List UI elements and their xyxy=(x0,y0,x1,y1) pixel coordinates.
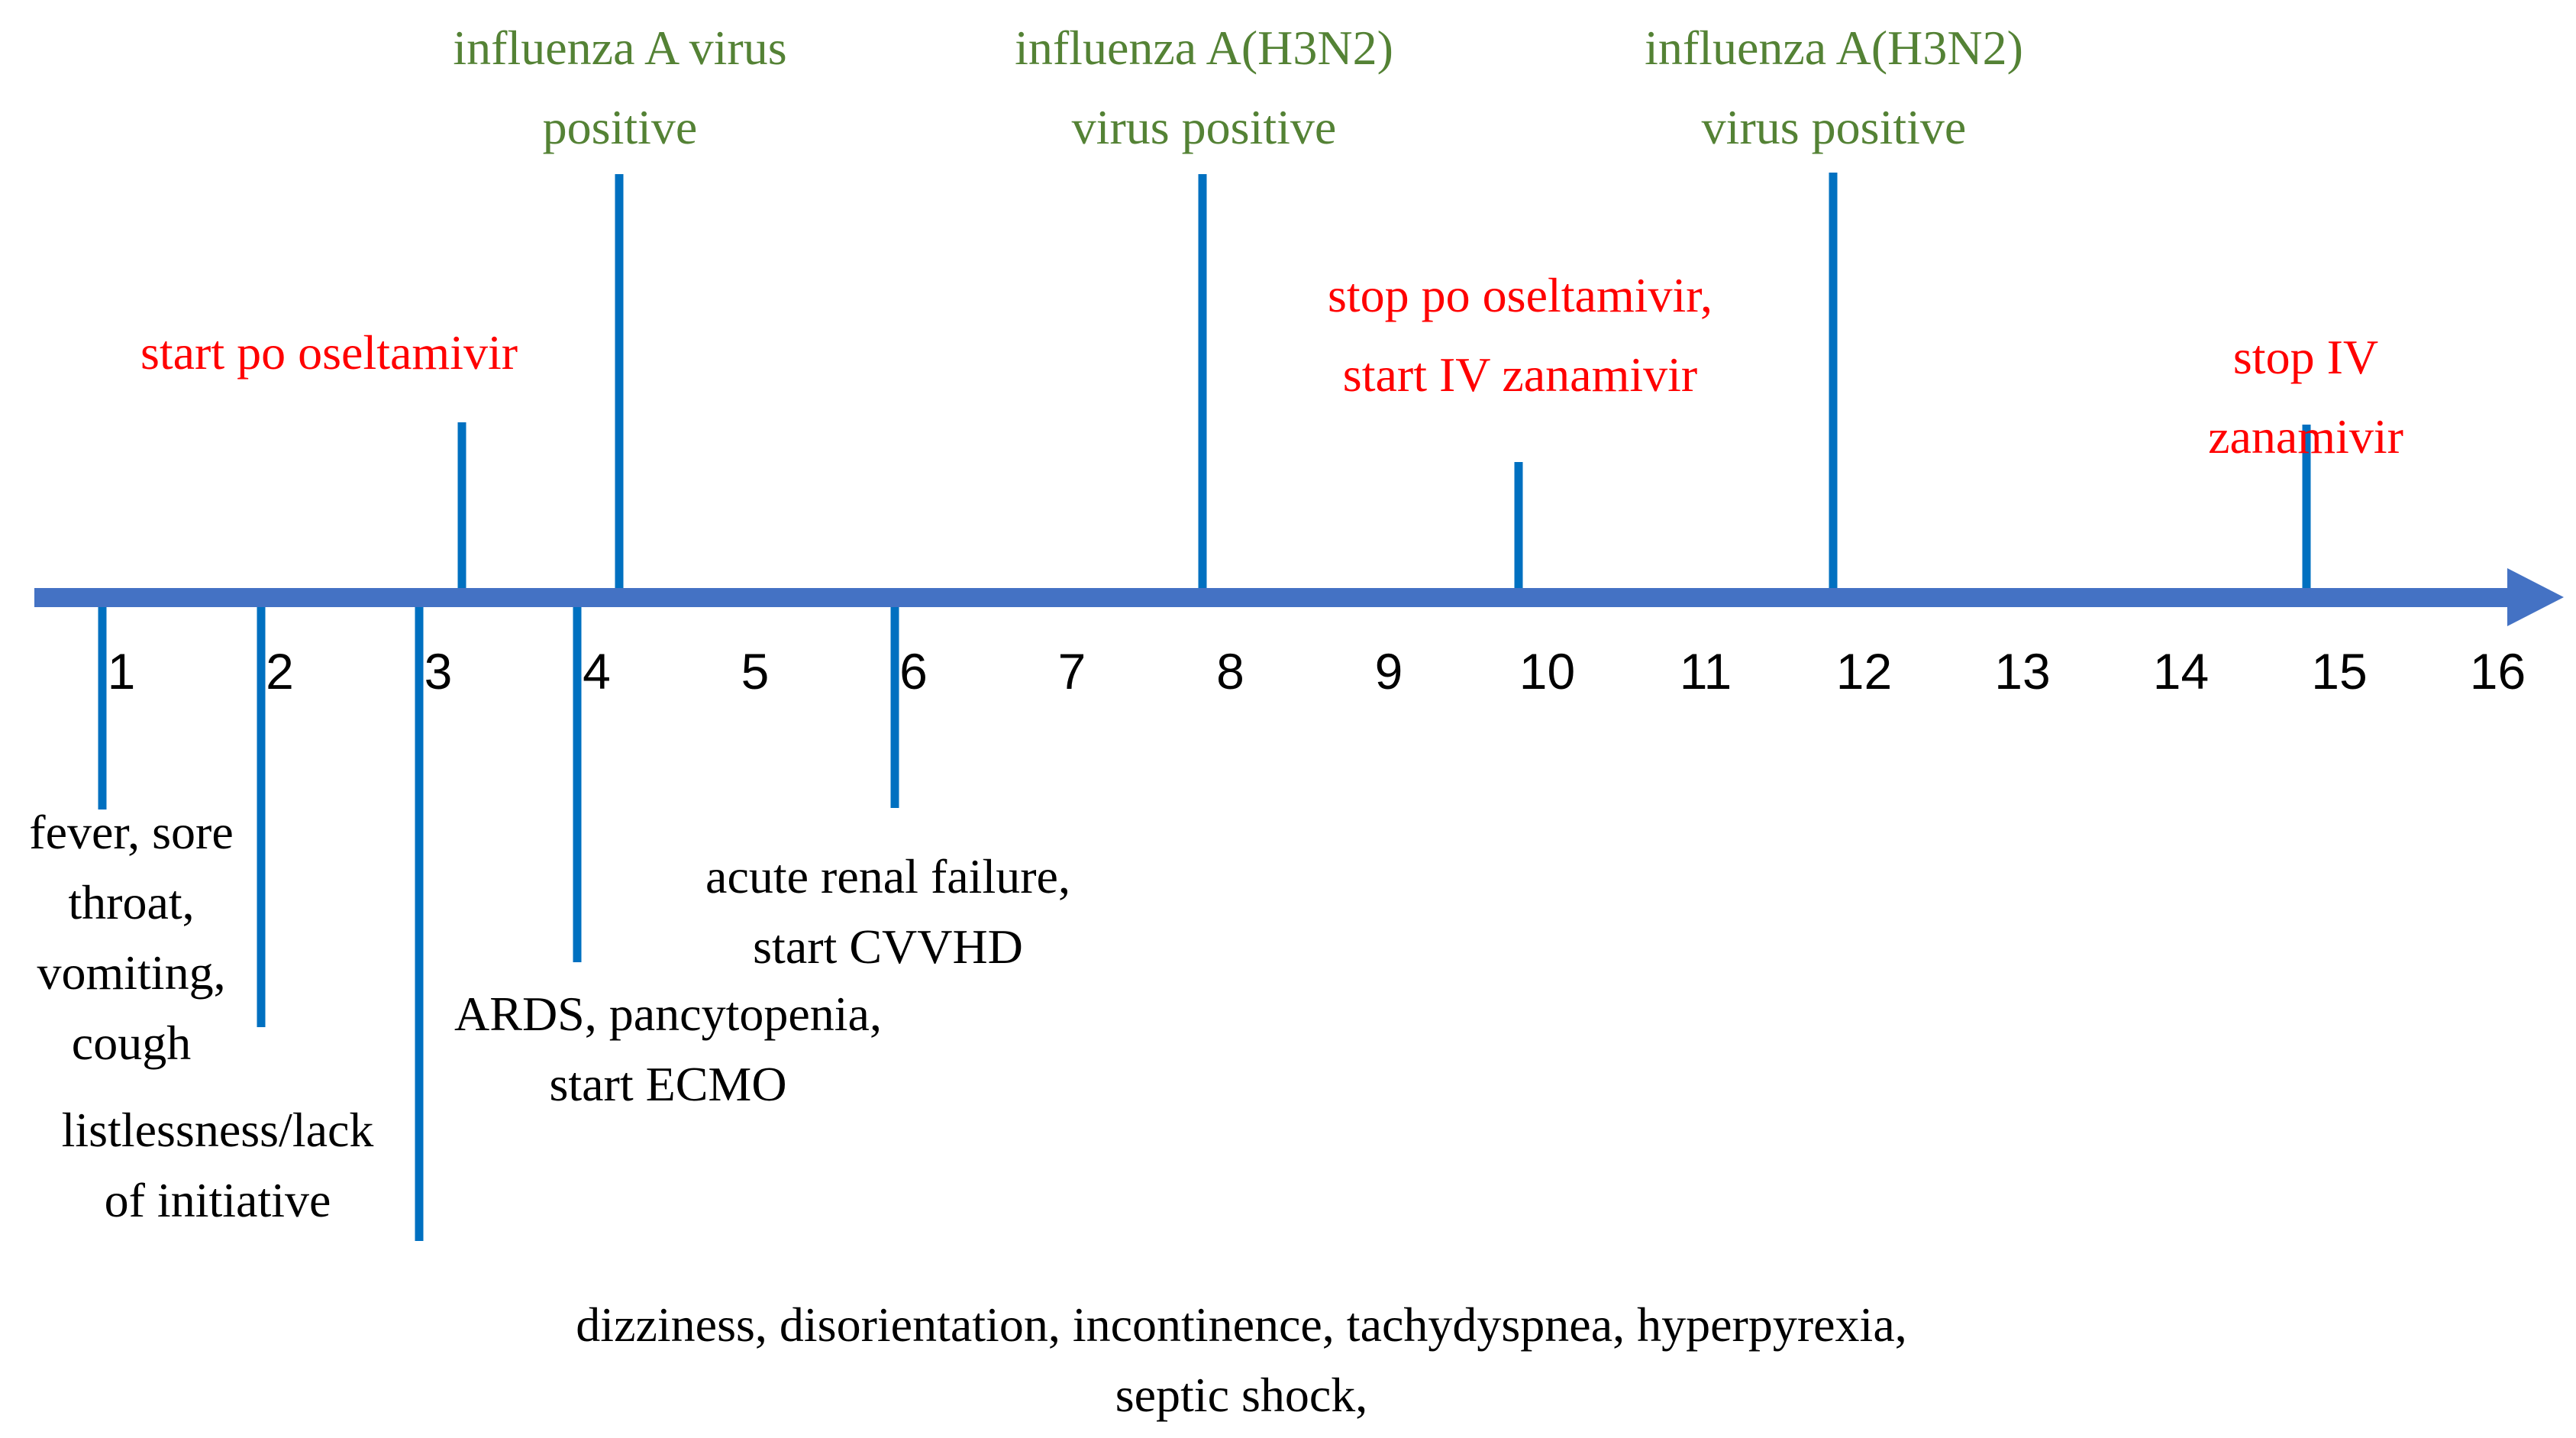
start-po-oseltamivir-label: start po oseltamivir xyxy=(140,325,518,380)
day-number-10: 10 xyxy=(1519,643,1576,700)
fever-sore-throat-vomiting-cough-tick xyxy=(98,607,107,809)
influenza-h3n2-virus-positive-2-label: influenza A(H3N2) virus positive xyxy=(1645,21,2023,154)
dizziness-disorientation-septic-shock-tick xyxy=(415,607,424,1241)
timeline-arrowhead-icon xyxy=(2507,568,2564,626)
acute-renal-failure-start-cvvhd-label: acute renal failure, start CVVHD xyxy=(705,849,1070,974)
day-number-8: 8 xyxy=(1216,643,1244,700)
fever-sore-throat-vomiting-cough-label: fever, sore throat, vomiting, cough xyxy=(29,805,234,1070)
influenza-h3n2-virus-positive-1-tick xyxy=(1198,174,1207,588)
stop-po-oseltamivir-start-iv-zanamivir-label: stop po oseltamivir, start IV zanamivir xyxy=(1327,268,1713,402)
influenza-h3n2-virus-positive-2-tick xyxy=(1829,173,1838,588)
day-number-11: 11 xyxy=(1679,643,1732,700)
day-number-2: 2 xyxy=(266,643,294,700)
timeline-axis-bar xyxy=(34,588,2507,607)
day-number-5: 5 xyxy=(741,643,770,700)
start-po-oseltamivir-tick xyxy=(457,422,466,588)
day-number-9: 9 xyxy=(1374,643,1403,700)
stop-po-oseltamivir-start-iv-zanamivir-tick xyxy=(1514,462,1523,588)
day-number-15: 15 xyxy=(2311,643,2368,700)
listlessness-lack-of-initiative-tick xyxy=(257,607,266,1027)
listlessness-lack-of-initiative-label: listlessness/lack of initiative xyxy=(61,1103,374,1227)
ards-pancytopenia-start-ecmo-tick xyxy=(573,607,582,962)
day-number-4: 4 xyxy=(583,643,611,700)
day-number-16: 16 xyxy=(2469,643,2526,700)
stop-iv-zanamivir-tick xyxy=(2302,425,2311,588)
stop-iv-zanamivir-label: stop IV zanamivir xyxy=(2208,330,2403,464)
day-number-7: 7 xyxy=(1057,643,1086,700)
day-number-3: 3 xyxy=(424,643,453,700)
influenza-h3n2-virus-positive-1-label: influenza A(H3N2) virus positive xyxy=(1015,21,1393,154)
day-number-14: 14 xyxy=(2152,643,2210,700)
day-number-12: 12 xyxy=(1835,643,1893,700)
influenza-a-virus-positive-label: influenza A virus positive xyxy=(453,21,787,154)
day-number-1: 1 xyxy=(107,643,136,700)
dizziness-disorientation-septic-shock-label: dizziness, disorientation, incontinence,… xyxy=(576,1297,1907,1422)
day-number-13: 13 xyxy=(1994,643,2051,700)
ards-pancytopenia-start-ecmo-label: ARDS, pancytopenia, start ECMO xyxy=(454,987,882,1111)
day-number-6: 6 xyxy=(899,643,928,700)
acute-renal-failure-start-cvvhd-tick xyxy=(890,607,899,808)
influenza-a-virus-positive-tick xyxy=(615,174,624,588)
